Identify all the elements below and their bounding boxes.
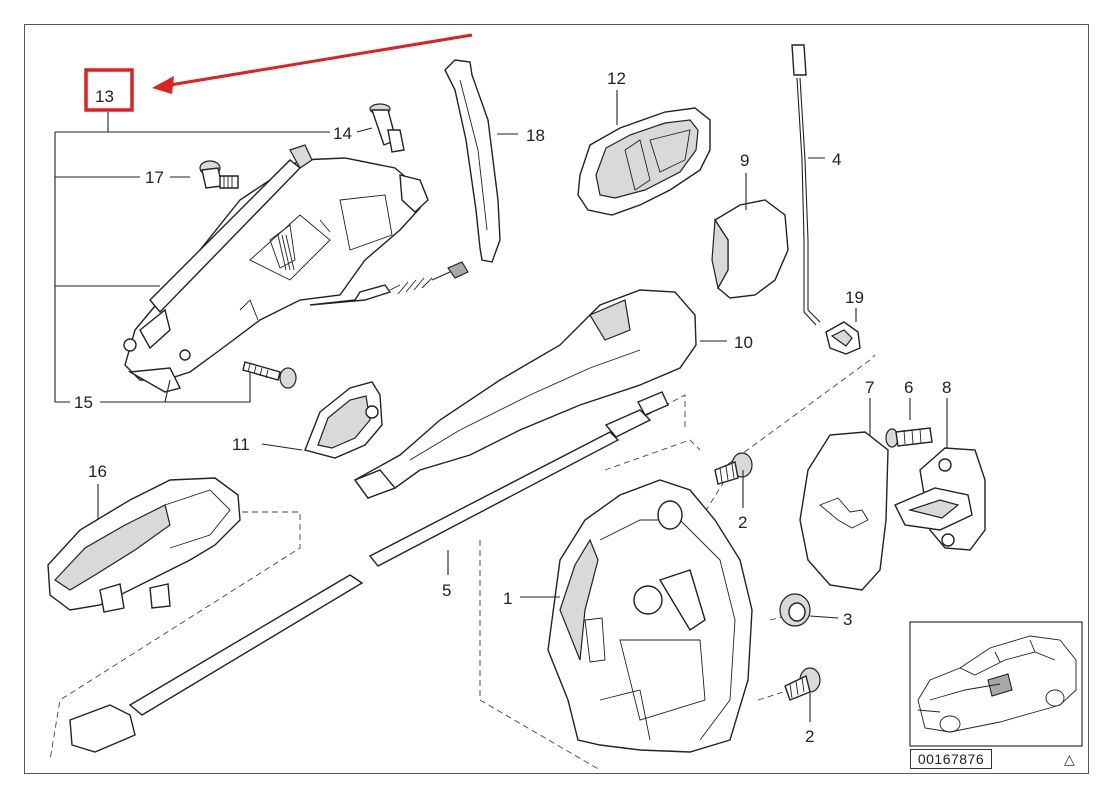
part-5-rod[interactable] [368,391,669,567]
part-8-striker[interactable] [894,447,986,551]
callout-1: 1 [503,589,512,608]
part-7-plate[interactable] [799,431,889,591]
part-2-screw-top[interactable] [714,452,753,485]
callout-5: 5 [442,581,451,600]
part-12-handle-cup[interactable] [577,107,711,216]
callout-labels: 13 14 17 15 18 12 9 4 19 10 7 6 8 11 16 … [74,69,951,746]
callout-9: 9 [740,151,749,170]
callout-2-top: 2 [738,513,747,532]
callout-14: 14 [333,124,352,143]
callout-10: 10 [734,333,753,352]
part-3-grommet[interactable] [779,593,811,627]
part-18-gasket[interactable] [444,59,501,263]
part-4-rod[interactable] [791,44,821,326]
part-2-screw-bottom[interactable] [784,667,821,701]
highlight-box [84,68,134,112]
part-17-bolt[interactable] [199,160,239,189]
car-thumbnail [909,621,1083,747]
callout-8: 8 [942,378,951,397]
part-14-screw[interactable] [369,103,405,153]
assembly-guides [49,354,876,771]
part-9-cap[interactable] [711,199,789,299]
callout-17: 17 [145,168,164,187]
part-10-outer-handle[interactable] [353,289,697,499]
highlight-arrowhead [152,76,174,94]
part-6-screw[interactable] [885,427,933,448]
callout-19: 19 [845,288,864,307]
callout-4: 4 [832,150,841,169]
callout-7: 7 [865,378,874,397]
callout-2-bottom: 2 [805,727,814,746]
highlight-annotation [84,33,473,112]
part-13-spring-cable [309,261,469,306]
callout-3: 3 [843,610,852,629]
part-5-bowden [69,574,364,753]
leader-lines [54,90,948,722]
part-1-lock[interactable] [547,479,753,753]
triangle-icon: △ [1064,752,1075,768]
callout-13: 13 [95,87,114,106]
callout-15: 15 [74,393,93,412]
part-11-seal[interactable] [304,381,383,459]
callout-6: 6 [904,378,913,397]
highlight-arrow [169,33,473,87]
callout-11: 11 [232,435,250,454]
part-13-handle-carrier[interactable] [123,144,429,393]
callout-12: 12 [607,69,626,88]
callout-18: 18 [526,126,545,145]
callout-16: 16 [88,462,107,481]
part-19-clip[interactable] [825,321,861,355]
reference-number: 00167876 [910,749,992,769]
part-16-inner-handle[interactable] [47,477,241,613]
part-15-screw[interactable] [242,361,297,389]
